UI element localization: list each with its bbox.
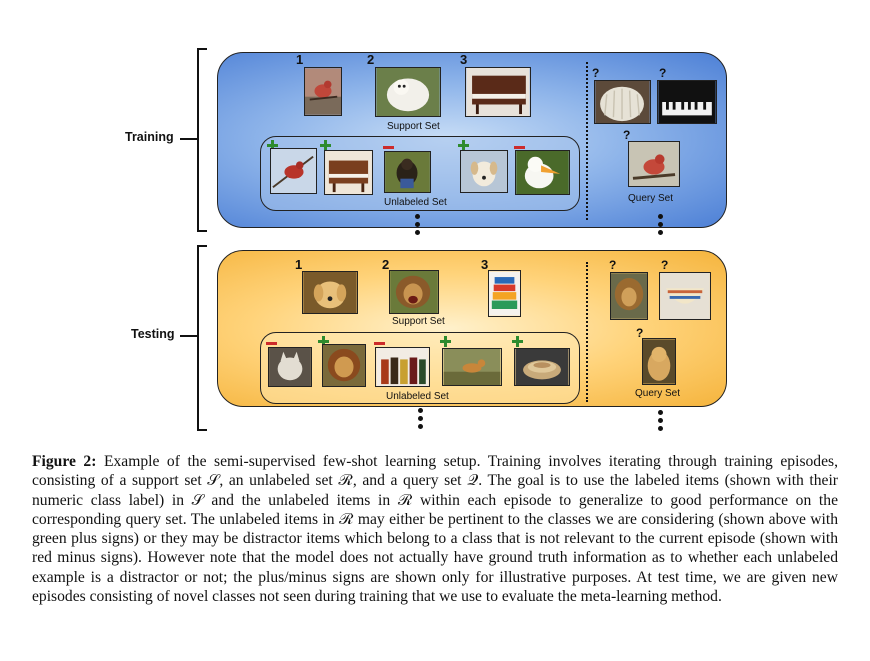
training-bracket-tick — [180, 138, 198, 140]
training-unlabeled-image-piano — [324, 150, 373, 195]
training-query-image-mop-dog — [594, 80, 651, 124]
testing-unlabeled-set-label: Unlabeled Set — [386, 391, 449, 402]
testing-unlabeled-image-bowls — [514, 348, 570, 386]
testing-support-image-lion — [389, 270, 439, 314]
training-unlabeled-image-duck — [515, 150, 570, 195]
training-support-image-white-dog — [375, 67, 441, 117]
testing-support-number-1: 1 — [295, 257, 303, 272]
training-unlabeled-image-dog-with-toy — [384, 151, 431, 193]
training-unlabeled-plus-2 — [320, 140, 331, 151]
training-bracket — [197, 48, 207, 232]
figure-caption-text: Example of the semi-supervised few-shot … — [32, 453, 838, 606]
training-query-image-bird — [628, 141, 680, 187]
testing-query-set-label: Query Set — [635, 388, 681, 399]
testing-query-mark-2: ? — [661, 258, 669, 272]
training-divider — [586, 62, 588, 220]
testing-bracket-tick — [180, 335, 198, 337]
testing-unlabeled-minus-1 — [266, 342, 277, 345]
training-unlabeled-minus-5 — [514, 146, 525, 149]
testing-support-number-2: 2 — [382, 257, 390, 272]
training-support-set-label: Support Set — [387, 121, 440, 132]
testing-query-mark-3: ? — [636, 326, 644, 340]
training-unlabeled-set-label: Unlabeled Set — [384, 197, 447, 208]
testing-support-number-3: 3 — [481, 257, 489, 272]
testing-row-label: Testing — [131, 327, 175, 341]
testing-support-image-stacked-bowls — [488, 270, 521, 317]
training-unlabeled-plus-1 — [267, 140, 278, 151]
training-query-set-label: Query Set — [628, 193, 674, 204]
testing-unlabeled-image-wolf — [268, 347, 312, 387]
training-unlabeled-minus-3 — [383, 146, 394, 149]
training-support-image-piano — [465, 67, 531, 117]
training-continuation-dots-right — [658, 214, 664, 238]
testing-support-image-golden-dog — [302, 271, 358, 314]
testing-divider — [586, 262, 588, 402]
testing-unlabeled-image-dog-field — [442, 348, 502, 386]
training-query-mark-2: ? — [659, 66, 667, 80]
training-row-label: Training — [125, 130, 174, 144]
training-support-number-1: 1 — [296, 52, 304, 67]
testing-query-mark-1: ? — [609, 258, 617, 272]
testing-bracket — [197, 245, 207, 431]
training-unlabeled-plus-4 — [458, 140, 469, 151]
training-support-number-2: 2 — [367, 52, 375, 67]
testing-continuation-dots-left — [418, 408, 424, 432]
testing-query-image-bowl — [659, 272, 711, 320]
testing-unlabeled-image-bottles — [375, 347, 430, 387]
training-query-mark-3: ? — [623, 128, 631, 142]
testing-query-image-lion — [610, 272, 648, 320]
training-continuation-dots-left — [415, 214, 421, 238]
training-unlabeled-image-puppy — [460, 150, 508, 193]
training-query-image-piano-keys — [657, 80, 717, 124]
training-query-mark-1: ? — [592, 66, 600, 80]
testing-continuation-dots-right — [658, 410, 664, 434]
testing-unlabeled-plus-4 — [440, 336, 451, 347]
testing-query-image-golden-dog — [642, 338, 676, 385]
training-support-image-bird — [304, 67, 342, 116]
testing-unlabeled-plus-5 — [512, 336, 523, 347]
training-support-number-3: 3 — [460, 52, 468, 67]
testing-unlabeled-minus-3 — [374, 342, 385, 345]
training-unlabeled-image-bird — [270, 148, 317, 194]
testing-support-set-label: Support Set — [392, 316, 445, 327]
testing-unlabeled-image-lion — [322, 344, 366, 387]
testing-unlabeled-plus-2 — [318, 336, 329, 347]
figure-caption: Figure 2: Example of the semi-supervised… — [32, 452, 838, 606]
figure-caption-label: Figure 2: — [32, 453, 97, 470]
